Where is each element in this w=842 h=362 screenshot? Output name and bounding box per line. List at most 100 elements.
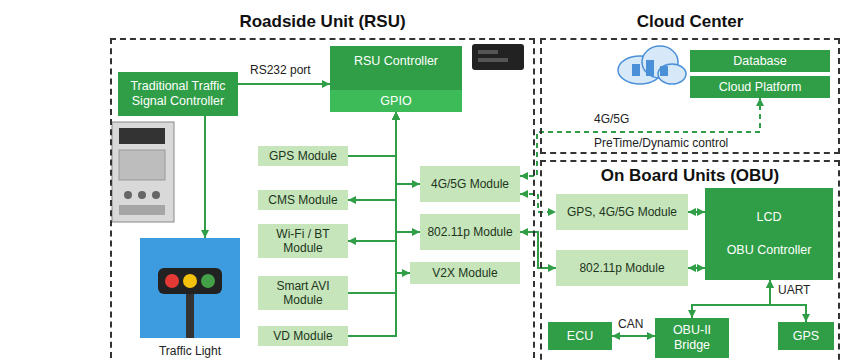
gpio-band: GPIO xyxy=(330,90,462,112)
green-lamp xyxy=(201,274,215,288)
module-box: Wi-Fi / BT Module xyxy=(258,224,348,258)
module-box: 802.11p Module xyxy=(556,250,688,286)
yellow-lamp xyxy=(183,274,197,288)
module-box: Smart AVI Module xyxy=(258,276,348,310)
controller-screen xyxy=(119,128,165,144)
node-label: Traditional Traffic Signal Controller xyxy=(124,79,232,109)
node-label: 4G/5G Module xyxy=(431,177,509,191)
connector xyxy=(348,112,400,245)
node-label: V2X Module xyxy=(432,266,497,280)
node-label: CMS Module xyxy=(268,193,337,207)
controller-knob xyxy=(152,191,160,199)
region-title: Cloud Center xyxy=(542,12,838,32)
process-box: Cloud Platform xyxy=(690,76,830,98)
node-label: ECU xyxy=(567,329,593,344)
arrowhead xyxy=(548,208,556,216)
edge-label: CAN xyxy=(616,318,645,332)
arrowhead xyxy=(402,269,410,277)
region-title: Roadside Unit (RSU) xyxy=(112,12,533,32)
node-label: Database xyxy=(733,54,787,69)
connector-line xyxy=(520,98,760,176)
process-box: Traditional Traffic Signal Controller xyxy=(118,72,238,116)
node-label: OBU-II Bridge xyxy=(661,323,723,353)
connector xyxy=(396,112,410,277)
arrowhead xyxy=(766,280,774,288)
connector xyxy=(612,332,655,340)
arrowhead xyxy=(766,280,774,288)
arrowhead xyxy=(520,228,528,236)
region-title: On Board Units (OBU) xyxy=(542,166,838,186)
connector-line xyxy=(348,112,396,293)
arrowhead xyxy=(520,172,528,180)
connector-line xyxy=(348,112,396,200)
connector xyxy=(688,280,774,318)
cloud-icon xyxy=(658,64,686,84)
connector xyxy=(238,80,330,88)
controller-cabinet xyxy=(112,122,174,222)
module-box: CMS Module xyxy=(258,190,348,210)
arrowhead xyxy=(612,332,620,340)
controller-knob xyxy=(138,191,146,199)
node-label: LCD xyxy=(756,210,781,225)
connector xyxy=(688,264,705,272)
connector-line xyxy=(348,112,396,241)
arrowhead xyxy=(688,208,696,216)
traffic-light-box: Traffic Light xyxy=(140,238,240,360)
process-box: Database xyxy=(690,50,830,72)
node-label: Traffic Light xyxy=(159,344,221,358)
node-label: GPS xyxy=(793,329,819,344)
connector xyxy=(348,112,400,336)
controller-box: RSU ControllerGPIO xyxy=(330,46,462,112)
arrowhead xyxy=(348,237,356,245)
server-icon xyxy=(660,66,668,76)
arrowhead xyxy=(802,314,810,322)
arrowhead xyxy=(756,98,764,106)
process-box: OBU-II Bridge xyxy=(655,318,729,358)
arrowhead xyxy=(201,230,209,238)
controller-knob xyxy=(124,191,132,199)
connector xyxy=(520,228,556,272)
traffic-light-pole xyxy=(186,292,194,338)
node-label: OBU Controller xyxy=(727,243,812,258)
controller-slot xyxy=(119,205,165,215)
node-label: VD Module xyxy=(273,329,332,343)
connector xyxy=(348,112,400,293)
node-label: RSU Controller xyxy=(354,54,438,69)
module-box: GPS Module xyxy=(258,146,348,166)
obu-region: On Board Units (OBU)GPS, 4G/5G Module802… xyxy=(540,160,840,362)
arrowhead xyxy=(412,228,420,236)
rsu-region: Roadside Unit (RSU)Traditional Traffic S… xyxy=(110,38,535,362)
controller-box: LCD OBU Controller xyxy=(705,188,833,280)
process-box: ECU xyxy=(548,322,612,350)
connector-line xyxy=(348,112,396,336)
node-label: GPS Module xyxy=(269,149,337,163)
edge-label: 4G/5G xyxy=(592,113,631,127)
connector xyxy=(348,112,400,156)
traffic-light-housing xyxy=(158,268,222,294)
connector xyxy=(688,208,705,216)
connector-line xyxy=(692,280,770,318)
connector-line xyxy=(396,112,420,184)
server-icon xyxy=(632,64,640,76)
arrowhead xyxy=(697,208,705,216)
annotation-label: PreTime/Dynamic control xyxy=(592,137,730,151)
edge-label: RS232 port xyxy=(248,64,313,78)
module-box: 4G/5G Module xyxy=(420,166,520,202)
arrowhead xyxy=(647,332,655,340)
node-label: 802.11p Module xyxy=(427,225,512,239)
arrowhead xyxy=(548,264,556,272)
connector xyxy=(201,116,209,238)
connector-line xyxy=(396,112,420,232)
module-box: VD Module xyxy=(258,326,348,346)
controller-box-port xyxy=(478,58,508,62)
connector xyxy=(348,112,396,204)
node-label: Cloud Platform xyxy=(719,80,802,95)
traffic-light-photo xyxy=(140,238,240,338)
connector-line xyxy=(204,116,206,238)
process-box: GPS xyxy=(778,322,834,350)
node-label: Smart AVI Module xyxy=(262,279,344,308)
connector-line xyxy=(348,112,396,156)
connector-line xyxy=(520,232,556,268)
module-box: 802.11p Module xyxy=(420,214,520,250)
